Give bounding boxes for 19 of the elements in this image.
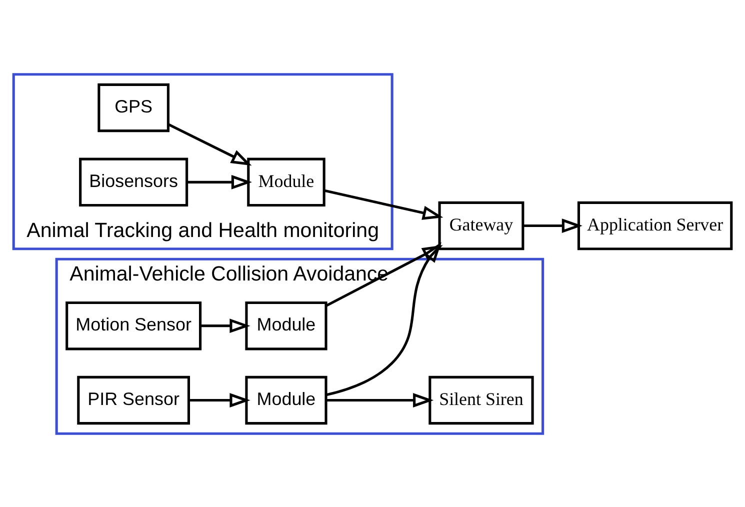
node-box: Application Server — [577, 200, 733, 250]
arrow — [324, 188, 444, 220]
arrow — [200, 318, 250, 333]
node-box: Silent Siren — [428, 375, 534, 424]
arrow — [326, 392, 434, 407]
arrow — [186, 174, 252, 189]
node-box: Module — [245, 375, 328, 424]
arrow — [326, 242, 442, 396]
node-box: GPS — [98, 82, 170, 132]
node-box: Module — [245, 300, 328, 350]
node-box: PIR Sensor — [77, 375, 190, 424]
arrow — [523, 218, 582, 232]
arrow — [326, 244, 443, 306]
node-box: Gateway — [438, 200, 524, 250]
node-box: Module — [247, 157, 326, 206]
arrow — [168, 122, 252, 166]
arrow — [189, 392, 250, 407]
node-box: Motion Sensor — [66, 300, 202, 350]
node-box: Biosensors — [79, 157, 188, 206]
